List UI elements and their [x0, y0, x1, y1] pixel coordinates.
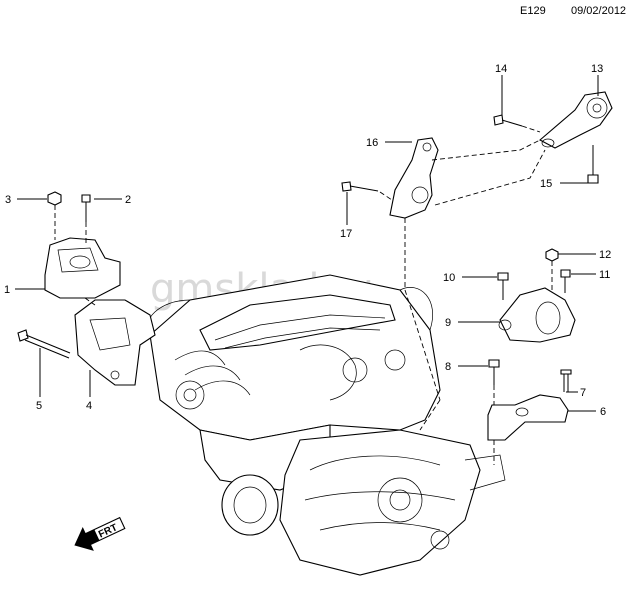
callout-9: 9 — [445, 317, 451, 329]
callout-10: 10 — [443, 272, 455, 284]
leader-lines — [15, 75, 599, 412]
callout-11: 11 — [599, 269, 610, 281]
callout-2: 2 — [125, 194, 131, 206]
diagram-header-date: 09/02/2012 — [571, 5, 627, 17]
callout-numbers: 1 2 3 4 5 6 7 8 9 10 11 12 13 14 15 16 1… — [4, 63, 611, 418]
front-direction-arrow-icon: FRT — [74, 516, 126, 551]
callout-3: 3 — [5, 194, 11, 206]
callout-16: 16 — [366, 137, 378, 149]
part-5-through-bolt — [17, 329, 71, 359]
part-8-bolt — [488, 359, 500, 385]
part-11-bolt — [560, 269, 571, 293]
transmission-mount-group — [404, 248, 576, 465]
callout-8: 8 — [445, 361, 451, 373]
engine-transmission-assembly — [147, 274, 506, 576]
part-12-nut — [545, 248, 559, 262]
callout-5: 5 — [36, 400, 42, 412]
callout-15: 15 — [540, 178, 552, 190]
callout-13: 13 — [591, 63, 603, 75]
part-17-bolt — [341, 181, 379, 192]
part-3-nut — [47, 191, 62, 206]
part-10-bolt — [497, 272, 509, 300]
callout-17: 17 — [340, 228, 352, 240]
part-2-bolt — [81, 194, 91, 222]
callout-7: 7 — [580, 387, 586, 399]
callout-4: 4 — [86, 400, 92, 412]
part-13-torque-rod — [539, 91, 613, 149]
part-9-transmission-mount — [499, 287, 576, 343]
left-engine-mount-group — [17, 191, 156, 386]
diagram-header-code: E129 — [520, 5, 546, 17]
part-15-bolt — [587, 145, 599, 184]
part-6-transmission-bracket — [487, 394, 569, 441]
part-7-stud — [560, 369, 572, 392]
callout-6: 6 — [600, 406, 606, 418]
callout-12: 12 — [599, 249, 611, 261]
part-14-bolt — [493, 114, 523, 127]
callout-1: 1 — [4, 284, 10, 296]
torque-rod-group — [341, 91, 613, 290]
callout-14: 14 — [495, 63, 507, 75]
part-4-mount-bracket — [74, 299, 156, 386]
part-16-torque-rod-bracket — [389, 137, 439, 219]
